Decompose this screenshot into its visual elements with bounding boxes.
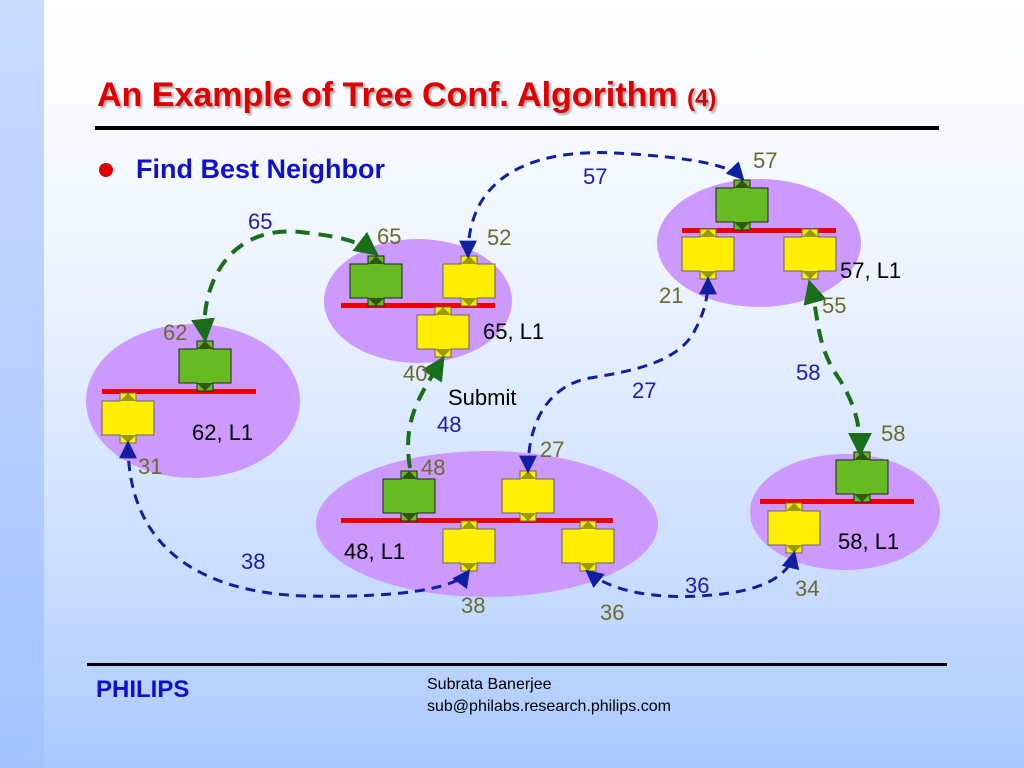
edge-62-48: [119, 440, 471, 598]
node-65-bottom-value: 40: [403, 361, 427, 386]
footer-rule: [87, 663, 947, 666]
node-57-right-value: 55: [822, 293, 846, 318]
node-62-label: 62, L1: [192, 420, 253, 445]
edge-48-65: [406, 355, 445, 469]
edge-label-65: 65: [248, 209, 272, 234]
node-57-down-arrow-icon-right: [783, 228, 837, 280]
footer-info: Subrata Banerjee sub@philabs.research.ph…: [427, 674, 671, 718]
node-57-bar: [682, 228, 836, 233]
edge-48-58: [585, 550, 800, 598]
node-58-bar: [760, 499, 914, 504]
submit-label: Submit: [448, 385, 516, 410]
node-65-right-value: 52: [487, 225, 511, 250]
title-text: An Example of Tree Conf. Algorithm: [97, 76, 678, 114]
node-48-bottom-right-value: 36: [600, 600, 624, 625]
node-57-label: 57, L1: [840, 258, 901, 283]
edge-label-36: 36: [685, 573, 709, 598]
title-rule: [95, 126, 939, 130]
node-62-down-arrow-icon: [101, 392, 155, 444]
node-58-label: 58, L1: [838, 529, 899, 554]
left-accent-bar: [0, 0, 44, 768]
node-58-bottom-value: 34: [795, 576, 819, 601]
edge-label-48: 48: [437, 412, 461, 437]
node-58-top-value: 58: [881, 421, 905, 446]
edge-48-57: [519, 276, 717, 474]
node-48-down-arrow-icon-left: [442, 520, 496, 572]
node-65-label: 65, L1: [483, 319, 544, 344]
node-58-down-arrow-icon: [767, 502, 821, 554]
node-62-up-arrow-icon: [178, 340, 232, 392]
node-48-down-arrow-icon-top: [501, 470, 555, 522]
philips-logo: PHILIPS: [96, 676, 190, 703]
node-62-ellipse: [86, 324, 300, 478]
edge-label-27: 27: [632, 378, 656, 403]
edge-65-57: [459, 151, 745, 259]
bullet-text: Find Best Neighbor: [136, 154, 385, 184]
title-suffix: (4): [687, 85, 717, 112]
node-57-left-value: 21: [659, 283, 683, 308]
node-62-bottom-value: 31: [138, 454, 162, 479]
node-58-up-arrow-icon: [835, 451, 889, 503]
edge-label-38: 38: [241, 549, 265, 574]
node-65-up-arrow-icon: [349, 255, 403, 307]
edge-62-65: [191, 229, 379, 343]
bullet-icon: [99, 163, 113, 177]
node-57-down-arrow-icon-left: [681, 228, 735, 280]
node-62-bar: [102, 389, 256, 394]
node-57-up-arrow-icon: [715, 179, 769, 231]
node-48-ellipse: [316, 451, 658, 597]
node-48-left-value: 48: [421, 455, 445, 480]
node-48-bottom-left-value: 38: [461, 593, 485, 618]
edge-label-58: 58: [796, 360, 820, 385]
node-57-top-value: 57: [753, 148, 777, 173]
edge-57-58: [803, 279, 872, 457]
node-65-left-value: 65: [377, 224, 401, 249]
footer-email: sub@philabs.research.philips.com: [427, 698, 671, 715]
node-65-down-arrow-icon-bottom: [416, 306, 470, 358]
slide-title: An Example of Tree Conf. Algorithm (4): [97, 76, 716, 115]
node-48-label: 48, L1: [344, 539, 405, 564]
node-62-top-value: 62: [163, 320, 187, 345]
edge-label-57: 57: [583, 164, 607, 189]
footer-author: Subrata Banerjee: [427, 676, 552, 693]
node-48-right-value: 27: [540, 437, 564, 462]
node-65-bar: [341, 303, 495, 308]
node-65-down-arrow-icon-right: [442, 255, 496, 307]
node-48-down-arrow-icon-right: [561, 520, 615, 572]
